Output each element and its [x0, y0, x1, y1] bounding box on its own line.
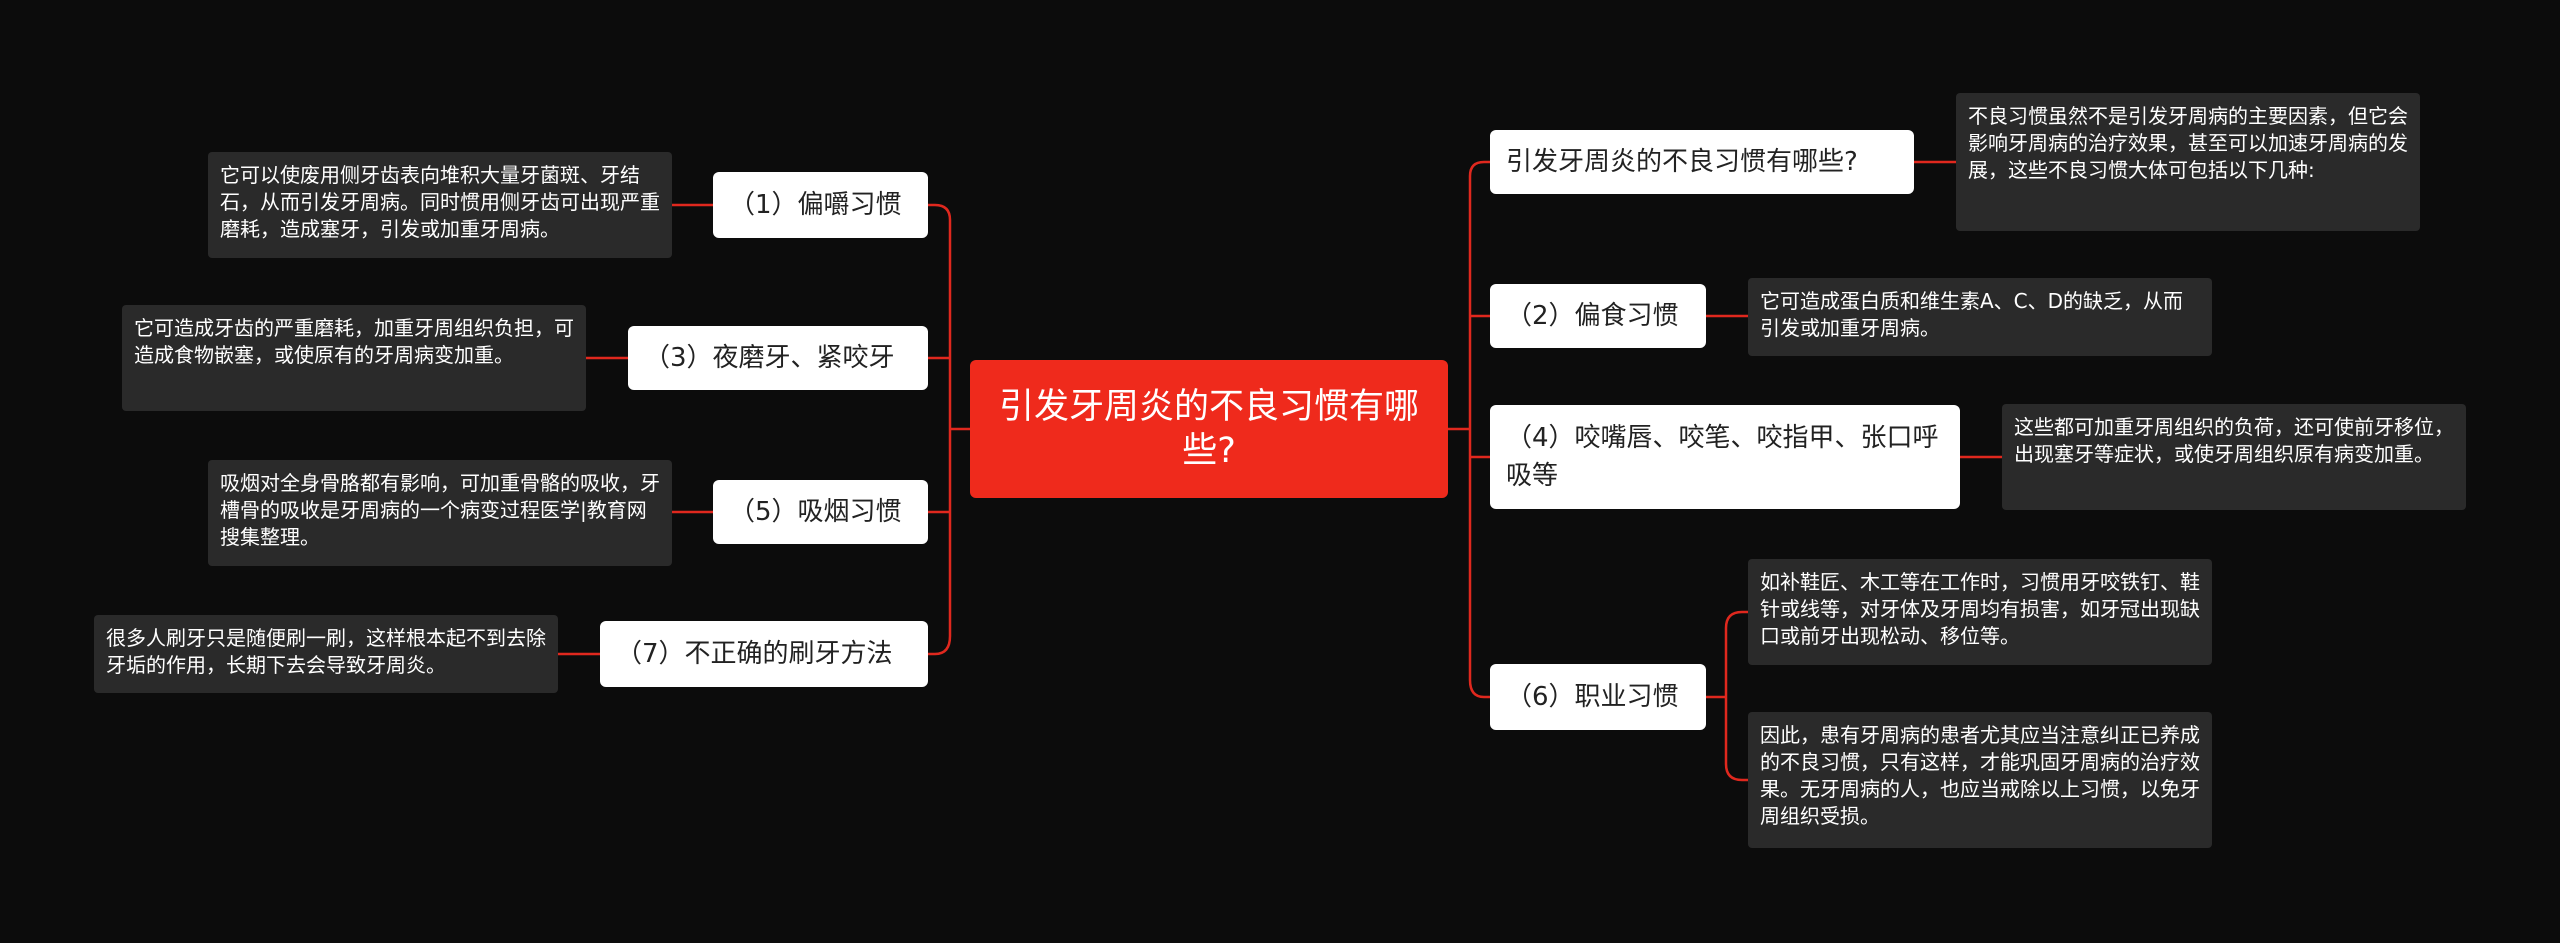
link-left-7 — [928, 635, 952, 656]
branch-node-2[interactable]: （2）偏食习惯 — [1490, 284, 1706, 348]
root-node[interactable]: 引发牙周炎的不良习惯有哪些? — [970, 360, 1448, 498]
branch-title: （3）夜磨牙、紧咬牙 — [644, 343, 895, 373]
leaf-node-6b[interactable]: 因此，患有牙周病的患者尤其应当注意纠正已养成的不良习惯，只有这样，才能巩固牙周病… — [1748, 712, 2212, 848]
leaf-text: 因此，患有牙周病的患者尤其应当注意纠正已养成的不良习惯，只有这样，才能巩固牙周病… — [1760, 723, 2200, 828]
leaf-text: 很多人刷牙只是随便刷一刷，这样根本起不到去除牙垢的作用，长期下去会导致牙周炎。 — [106, 626, 546, 677]
branch-node-1[interactable]: （1）偏嚼习惯 — [713, 172, 928, 238]
branch-node-7[interactable]: （7）不正确的刷牙方法 — [600, 621, 928, 687]
link-right-0 — [1468, 160, 1490, 177]
leaf-text: 它可以使废用侧牙齿表向堆积大量牙菌斑、牙结石，从而引发牙周病。同时惯用侧牙齿可出… — [220, 163, 660, 241]
leaf-node-3[interactable]: 它可造成牙齿的严重磨耗，加重牙周组织负担，可造成食物嵌塞，或使原有的牙周病变加重… — [122, 305, 586, 411]
branch-title: （4）咬嘴唇、咬笔、咬指甲、张口呼吸等 — [1506, 423, 1939, 491]
branch-title: 引发牙周炎的不良习惯有哪些? — [1506, 147, 1858, 177]
branch-title: （7）不正确的刷牙方法 — [616, 639, 893, 669]
branch-node-6[interactable]: （6）职业习惯 — [1490, 664, 1706, 730]
root-title: 引发牙周炎的不良习惯有哪些? — [998, 387, 1419, 471]
leaf-text: 如补鞋匠、木工等在工作时，习惯用牙咬铁钉、鞋针或线等，对牙体及牙周均有损害，如牙… — [1760, 570, 2200, 648]
leaf-node-2[interactable]: 它可造成蛋白质和维生素A、C、D的缺乏，从而引发或加重牙周病。 — [1748, 278, 2212, 356]
leaf-node-4[interactable]: 这些都可加重牙周组织的负荷，还可使前牙移位，出现塞牙等症状，或使牙周组织原有病变… — [2002, 404, 2466, 510]
link-leaf-right-6b — [1724, 697, 1748, 782]
leaf-text: 它可造成蛋白质和维生素A、C、D的缺乏，从而引发或加重牙周病。 — [1760, 289, 2184, 340]
link-leaf-right-6a — [1724, 610, 1748, 697]
branch-title: （6）职业习惯 — [1506, 682, 1679, 712]
branch-node-5[interactable]: （5）吸烟习惯 — [713, 480, 928, 544]
leaf-node-1[interactable]: 它可以使废用侧牙齿表向堆积大量牙菌斑、牙结石，从而引发牙周病。同时惯用侧牙齿可出… — [208, 152, 672, 258]
leaf-text: 它可造成牙齿的严重磨耗，加重牙周组织负担，可造成食物嵌塞，或使原有的牙周病变加重… — [134, 316, 574, 367]
leaf-text: 不良习惯虽然不是引发牙周病的主要因素，但它会影响牙周病的治疗效果，甚至可以加速牙… — [1968, 104, 2408, 182]
leaf-text: 吸烟对全身骨胳都有影响，可加重骨骼的吸收，牙槽骨的吸收是牙周病的一个病变过程医学… — [220, 471, 660, 549]
leaf-node-6a[interactable]: 如补鞋匠、木工等在工作时，习惯用牙咬铁钉、鞋针或线等，对牙体及牙周均有损害，如牙… — [1748, 559, 2212, 665]
leaf-node-7[interactable]: 很多人刷牙只是随便刷一刷，这样根本起不到去除牙垢的作用，长期下去会导致牙周炎。 — [94, 615, 558, 693]
branch-node-intro[interactable]: 引发牙周炎的不良习惯有哪些? — [1490, 130, 1914, 194]
leaf-node-intro[interactable]: 不良习惯虽然不是引发牙周病的主要因素，但它会影响牙周病的治疗效果，甚至可以加速牙… — [1956, 93, 2420, 231]
branch-node-4[interactable]: （4）咬嘴唇、咬笔、咬指甲、张口呼吸等 — [1490, 405, 1960, 509]
branch-title: （1）偏嚼习惯 — [729, 190, 902, 220]
branch-node-3[interactable]: （3）夜磨牙、紧咬牙 — [628, 326, 928, 390]
leaf-text: 这些都可加重牙周组织的负荷，还可使前牙移位，出现塞牙等症状，或使牙周组织原有病变… — [2014, 415, 2454, 466]
branch-title: （2）偏食习惯 — [1506, 301, 1679, 331]
link-right-6 — [1468, 679, 1490, 699]
link-left-1 — [928, 203, 952, 221]
branch-title: （5）吸烟习惯 — [729, 497, 902, 527]
leaf-node-5[interactable]: 吸烟对全身骨胳都有影响，可加重骨骼的吸收，牙槽骨的吸收是牙周病的一个病变过程医学… — [208, 460, 672, 566]
